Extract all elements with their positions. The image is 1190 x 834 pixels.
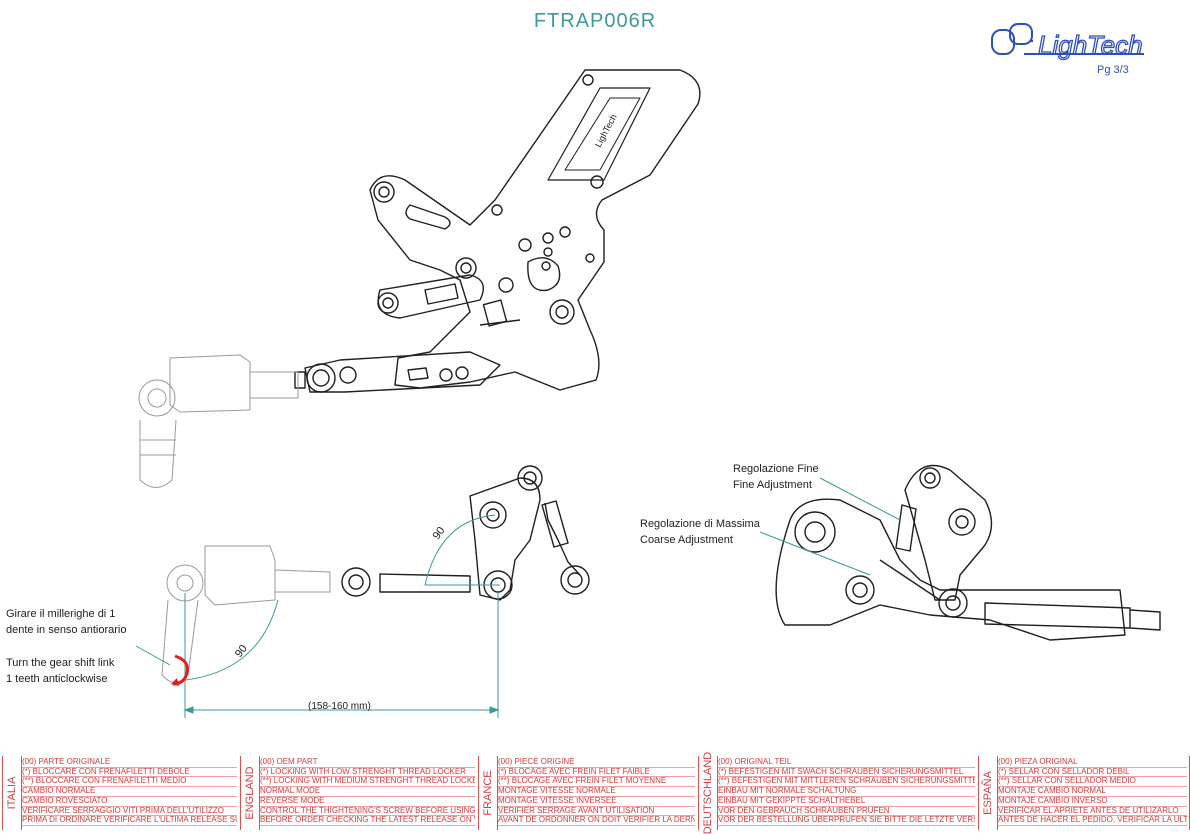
oem-shifter-ghost-top [138, 354, 299, 488]
technical-drawing: LighTech [135, 69, 1161, 718]
note-fine-adjustment: Regolazione Fine Fine Adjustment [733, 463, 819, 491]
angle-label-b: 90 [233, 643, 250, 660]
angle-arc-b [185, 599, 279, 681]
drawing-title: FTRAP006R [533, 10, 657, 32]
gear-link-view [341, 465, 590, 601]
angle-arc-a [424, 514, 496, 586]
svg-text:LighTech: LighTech [1038, 30, 1143, 60]
page-number: Pg 3/3 [1097, 64, 1129, 76]
legend-espana: ESPAÑA (00) PIEZA ORIGINAL(*) SELLAR CON… [978, 756, 1190, 830]
legend-france: FRANCE (00) PIECE ORIGINE(*) BLOCAGE AVE… [478, 756, 697, 830]
legend-italia: ITALIA (00) PARTE ORIGINALE(*) BLOCCARE … [2, 756, 239, 830]
adjustment-view [775, 464, 1161, 641]
oem-shifter-ghost-bottom [161, 545, 331, 683]
lightech-logo: LighTech [991, 23, 1144, 61]
length-label: (158-160 mm) [308, 701, 371, 712]
note-italian-turn: Girare il millerighe di 1 dente in senso… [6, 608, 127, 636]
note-coarse-adjustment: Regolazione di Massima Coarse Adjustment [640, 518, 760, 546]
legend-deutschland: DEUTSCHLAND (00) ORIGINAL TEIL(*) BEFEST… [698, 752, 977, 834]
note-english-turn: Turn the gear shift link 1 teeth anticlo… [6, 657, 115, 685]
angle-label-a: 90 [431, 525, 448, 542]
legend-table: ITALIA (00) PARTE ORIGINALE(*) BLOCCARE … [0, 752, 1190, 834]
rearset-top-view: LighTech [294, 69, 701, 393]
legend-england: ENGLAND (00) OEM PART(*) LOCKING WITH LO… [240, 756, 477, 830]
